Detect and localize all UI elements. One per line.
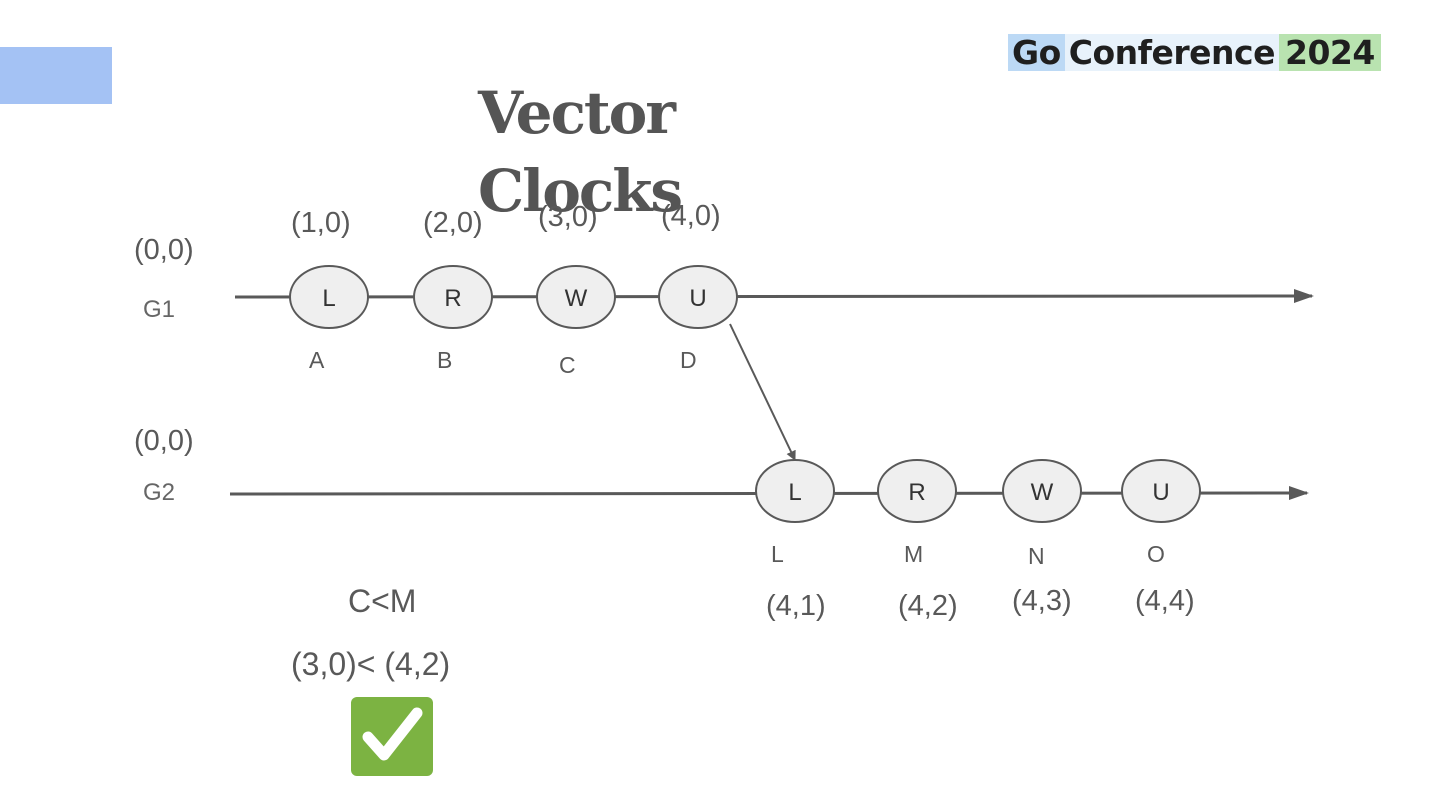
g1-event-label-c: C (559, 352, 576, 378)
g1-clock-d: (4,0) (661, 200, 721, 232)
slide-title-line-1: Vector (478, 79, 676, 147)
g2-clock-n: (4,3) (1012, 585, 1072, 617)
happens-before-arrow (729, 323, 796, 461)
g1-timeline (234, 289, 1314, 304)
g1-node-W-text: W (565, 285, 588, 312)
g1-node-R-text: R (444, 285, 461, 312)
go-conference-logo: Go Conference 2024 (1008, 34, 1410, 71)
comparison-clocks: (3,0)< (4,2) (291, 646, 451, 682)
g1-name: G1 (143, 296, 176, 323)
g2-event-label-o: O (1147, 541, 1165, 567)
g2-node-W: W (1002, 459, 1082, 523)
g1-node-R: R (413, 265, 493, 329)
logo-go: Go (1008, 34, 1065, 71)
g2-event-label-l: L (771, 541, 784, 567)
comparison-relation: C<M (348, 583, 417, 619)
g1-node-W: W (536, 265, 616, 329)
g2-node-U: U (1121, 459, 1201, 523)
g2-node-L: L (755, 459, 835, 523)
g2-event-label-m: M (904, 541, 924, 567)
logo-conference: Conference (1064, 34, 1279, 71)
g2-clock-o: (4,4) (1135, 585, 1195, 617)
slide-title: Vector Clocks (478, 74, 728, 230)
g1-clock-b: (2,0) (423, 207, 483, 239)
g1-initial-clock: (0,0) (134, 234, 194, 266)
g2-node-R-text: R (908, 479, 925, 506)
g2-initial-clock: (0,0) (134, 425, 194, 457)
g2-clock-m: (4,2) (898, 590, 958, 622)
logo-year: 2024 (1278, 34, 1381, 71)
corner-accent-block (0, 47, 112, 104)
g1-node-U: U (658, 265, 738, 329)
g1-clock-c: (3,0) (538, 201, 598, 233)
check-mark-icon (351, 697, 433, 776)
g2-clock-l: (4,1) (766, 590, 826, 622)
g1-node-L: L (289, 265, 369, 329)
g1-event-label-d: D (680, 347, 697, 373)
g2-node-L-text: L (788, 479, 801, 506)
slide-title-line-2: Clocks (478, 157, 683, 225)
g2-name: G2 (143, 479, 176, 506)
g1-event-label-a: A (309, 347, 325, 373)
g1-clock-a: (1,0) (291, 207, 351, 239)
g2-event-label-n: N (1028, 543, 1045, 569)
g1-event-label-b: B (437, 347, 453, 373)
g2-node-R: R (877, 459, 957, 523)
g2-node-U-text: U (1152, 479, 1169, 506)
g2-node-W-text: W (1031, 479, 1054, 506)
g1-node-U-text: U (689, 285, 706, 312)
g1-node-L-text: L (322, 285, 335, 312)
